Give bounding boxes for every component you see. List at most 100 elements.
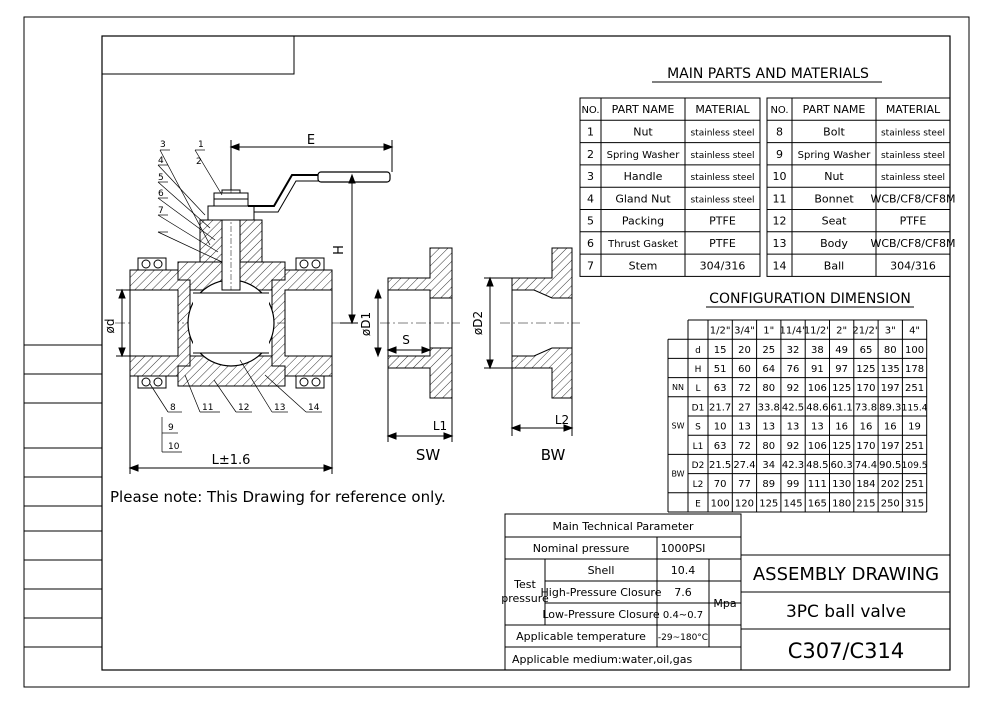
config-cell: 197 [881, 441, 900, 452]
config-cell: 106 [808, 441, 827, 452]
config-cell: 32 [787, 345, 800, 356]
config-cell: 80 [884, 345, 897, 356]
dim-E: E [307, 133, 315, 148]
part-material: stainless steel [690, 151, 754, 161]
high-pressure-label: High-Pressure Closure [541, 586, 662, 599]
part-name: Nut [824, 170, 844, 183]
model-number: C307/C314 [788, 639, 905, 663]
config-cell: 65 [860, 345, 873, 356]
parts-header-name: PART NAME [612, 103, 675, 116]
pressure-unit: Mpa [713, 597, 736, 610]
config-cell: 250 [881, 498, 900, 509]
part-material: PTFE [709, 215, 736, 228]
dimension-labels: E H ød L±1.6 [103, 133, 347, 468]
part-material: stainless steel [690, 195, 754, 205]
config-cell: 165 [808, 498, 827, 509]
part-name: Handle [624, 170, 663, 183]
config-row-key: L [695, 384, 700, 394]
config-cell: 90.5 [879, 460, 901, 471]
temperature-value: -29~180°C [658, 633, 708, 643]
config-cell: 42.3 [782, 460, 804, 471]
title-block [741, 554, 950, 630]
dim-S: S [402, 333, 410, 347]
margin-grid [24, 344, 102, 648]
config-row-key: E [695, 499, 701, 509]
config-cell: 33.8 [758, 402, 780, 413]
part-number: 7 [587, 259, 594, 272]
config-cell: 202 [881, 479, 900, 490]
part-name: Seat [822, 215, 847, 228]
test-pressure-label-1: Test [513, 578, 536, 591]
config-row-key: L2 [693, 480, 704, 490]
part-name: Nut [633, 125, 653, 138]
callout-1: 1 [198, 140, 204, 150]
config-cell: 77 [738, 479, 751, 490]
config-row-key: D2 [692, 461, 705, 471]
config-cell: 21.7 [709, 402, 731, 413]
part-number: 9 [776, 148, 783, 161]
config-cell: 100 [711, 498, 730, 509]
parts-table-title: MAIN PARTS AND MATERIALS [667, 66, 869, 82]
config-cell: 10 [714, 422, 727, 433]
parts-header-no: NO. [770, 105, 788, 116]
config-cell: 170 [856, 441, 875, 452]
nominal-pressure-label: Nominal pressure [533, 542, 630, 555]
low-pressure-value: 0.4~0.7 [663, 610, 703, 621]
config-cell: 109.5 [902, 461, 928, 471]
config-cell: 72 [738, 441, 751, 452]
config-cell: 48.6 [806, 402, 828, 413]
config-cell: 178 [905, 364, 924, 375]
config-cell: 73.8 [855, 402, 877, 413]
config-cell: 97 [835, 364, 848, 375]
config-cell: 180 [832, 498, 851, 509]
config-cell: 92 [787, 383, 800, 394]
callout-numbers: 1 2 3 4 5 6 7 8 9 10 11 12 13 14 [158, 140, 320, 452]
callout-11: 11 [202, 403, 213, 413]
callout-10: 10 [168, 442, 180, 452]
config-cell: 91 [811, 364, 824, 375]
part-number: 8 [776, 125, 783, 138]
config-row-key: d [695, 346, 701, 356]
parts-header-material: MATERIAL [886, 103, 941, 116]
config-cell: 61.1 [831, 402, 853, 413]
callout-4: 4 [158, 156, 164, 166]
config-row-key: H [695, 365, 702, 375]
callout-13: 13 [274, 403, 285, 413]
bw-end-view [484, 247, 580, 436]
outer-frame [23, 16, 970, 688]
config-cell: 19 [908, 422, 921, 433]
callout-5: 5 [158, 173, 164, 183]
config-cell: 251 [905, 383, 924, 394]
config-group-label: BW [671, 470, 684, 479]
config-cell: 13 [811, 422, 824, 433]
dim-H: H [332, 245, 347, 255]
config-cell: 135 [881, 364, 900, 375]
part-number: 12 [773, 215, 787, 228]
part-name: Bolt [823, 125, 845, 138]
dim-L2: L2 [555, 413, 569, 427]
callout-12: 12 [238, 403, 249, 413]
config-size-header: 3/4" [734, 326, 755, 337]
part-material: 304/316 [700, 259, 746, 272]
config-cell: 215 [856, 498, 875, 509]
part-name: Spring Washer [798, 150, 872, 161]
callout-3: 3 [160, 140, 166, 150]
config-cell: 48.5 [806, 460, 828, 471]
config-size-header: 3" [885, 326, 896, 337]
part-number: 11 [773, 192, 787, 205]
config-cell: 27 [738, 402, 751, 413]
config-cell: 74.4 [855, 460, 877, 471]
part-material: stainless steel [690, 128, 754, 138]
parts-header-material: MATERIAL [695, 103, 750, 116]
dim-D2: øD2 [471, 311, 485, 335]
part-material: stainless steel [881, 128, 945, 138]
config-size-header: 1/2" [710, 326, 731, 337]
config-size-header: 2" [836, 326, 847, 337]
config-cell: 13 [762, 422, 775, 433]
config-cell: 89.3 [879, 402, 901, 413]
config-cell: 106 [808, 383, 827, 394]
config-cell: 63 [714, 441, 727, 452]
callout-8: 8 [170, 403, 176, 413]
